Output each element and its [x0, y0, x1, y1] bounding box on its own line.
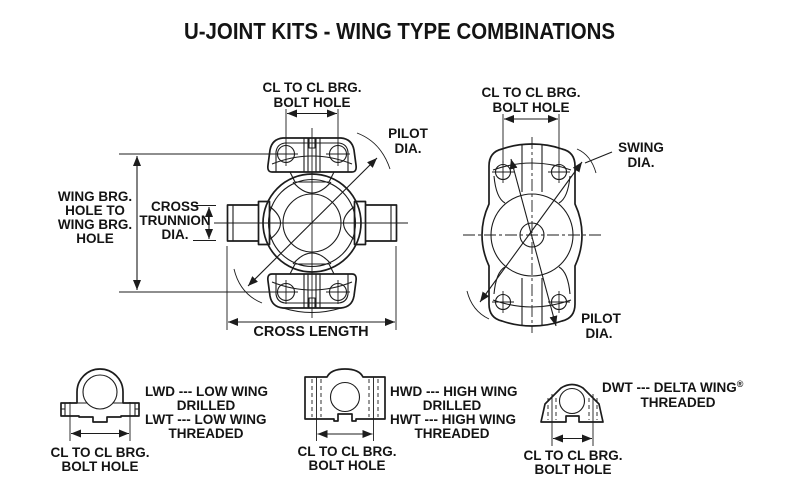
wing-style-low: CL TO CL BRG. BOLT HOLE LWD --- LOW WING… — [50, 368, 268, 474]
left-dim-extension-lines — [119, 153, 281, 293]
front-bolt-hole-label-line2: BOLT HOLE — [274, 95, 351, 110]
low-wing-bore — [82, 374, 118, 410]
low-dim-extension-lines — [69, 402, 131, 441]
trunnion-dim-ticks — [193, 205, 216, 241]
wing-brg-label-line4: HOLE — [76, 231, 114, 246]
swing-dia-arcs — [466, 148, 597, 320]
side-bolt-hole-label-line2: BOLT HOLE — [493, 100, 570, 115]
low-code-line1: LWD --- LOW WING — [145, 384, 268, 399]
top-dim-extension-lines — [285, 109, 339, 149]
side-pilot-label-line1: PILOT — [581, 311, 622, 326]
low-code-line4: THREADED — [168, 426, 243, 441]
trunnion-label-line2: TRUNNION — [139, 213, 210, 228]
low-wing-details — [61, 402, 139, 416]
trunnion-label-line1: CROSS — [151, 199, 199, 214]
trunnion-label-line3: DIA. — [162, 227, 189, 242]
front-bolt-hole-label-line1: CL TO CL BRG. — [262, 80, 361, 95]
low-code-line3: LWT --- LOW WING — [145, 412, 266, 427]
front-view-diagram: PILOT DIA. CL TO CL BRG. BOLT HOLE WING … — [58, 80, 429, 340]
wing-style-high: CL TO CL BRG. BOLT HOLE HWD --- HIGH WIN… — [297, 368, 517, 473]
delta-wing-hidden-holes — [547, 398, 598, 420]
bolt-hole-crosshairs — [274, 142, 350, 166]
high-wing-outline — [304, 368, 386, 422]
swing-label-line1: SWING — [618, 140, 664, 155]
wing-brg-label-line2: HOLE TO — [65, 203, 125, 218]
front-pilot-label-line2: DIA. — [395, 141, 422, 156]
high-dim-label-line1: CL TO CL BRG. — [297, 444, 396, 459]
low-dim-label-line1: CL TO CL BRG. — [50, 445, 149, 460]
high-code-line4: THREADED — [414, 426, 489, 441]
side-pilot-label-line2: DIA. — [586, 326, 613, 341]
delta-code-line1: DWT --- DELTA WING® — [602, 379, 744, 395]
pilot-dia-arcs — [233, 132, 391, 304]
bottom-wing-center-band — [303, 274, 321, 309]
delta-dim-extension-lines — [551, 394, 594, 446]
swing-label-line2: DIA. — [628, 155, 655, 170]
high-code-line3: HWT --- HIGH WING — [390, 412, 516, 427]
cross-length-label: CROSS LENGTH — [253, 324, 368, 340]
front-pilot-label-line1: PILOT — [388, 126, 429, 141]
high-code-line2: DRILLED — [423, 398, 482, 413]
side-bolt-hole-label-line1: CL TO CL BRG. — [481, 85, 580, 100]
delta-code-line2: THREADED — [640, 395, 715, 410]
high-dim-extension-lines — [316, 419, 374, 441]
side-view-diagram: CL TO CL BRG. BOLT HOLE SWING DIA. PILOT… — [463, 85, 664, 341]
side-pilot-arrow — [509, 158, 558, 327]
swing-dia-leader — [584, 151, 613, 164]
high-code-line1: HWD --- HIGH WING — [390, 384, 517, 399]
high-wing-bore — [329, 381, 361, 413]
wing-style-delta: CL TO CL BRG. BOLT HOLE DWT --- DELTA WI… — [523, 379, 743, 477]
delta-wing-outline — [540, 383, 604, 423]
cross-length-extension-lines — [226, 246, 397, 330]
delta-dim-label-line2: BOLT HOLE — [535, 462, 612, 477]
low-wing-outline — [60, 368, 140, 423]
high-wing-hole-centers — [316, 377, 374, 419]
delta-dim-label-line1: CL TO CL BRG. — [523, 448, 622, 463]
trunnion-end-caps — [232, 205, 392, 241]
wing-brg-label-line1: WING BRG. — [58, 189, 132, 204]
low-code-line2: DRILLED — [177, 398, 236, 413]
bolt-hole-crosshairs — [492, 161, 570, 313]
side-dim-extension-lines — [502, 114, 560, 163]
delta-wing-bore — [558, 387, 586, 415]
page-title: U-JOINT KITS - WING TYPE COMBINATIONS — [184, 18, 615, 44]
registered-mark: ® — [737, 379, 744, 389]
top-wing-center-band — [303, 137, 321, 172]
bolt-hole-crosshairs — [274, 280, 350, 304]
low-dim-label-line2: BOLT HOLE — [62, 459, 139, 474]
pilot-dia-arrow — [247, 157, 378, 287]
high-dim-label-line2: BOLT HOLE — [309, 458, 386, 473]
wing-brg-label-line3: WING BRG. — [58, 217, 132, 232]
